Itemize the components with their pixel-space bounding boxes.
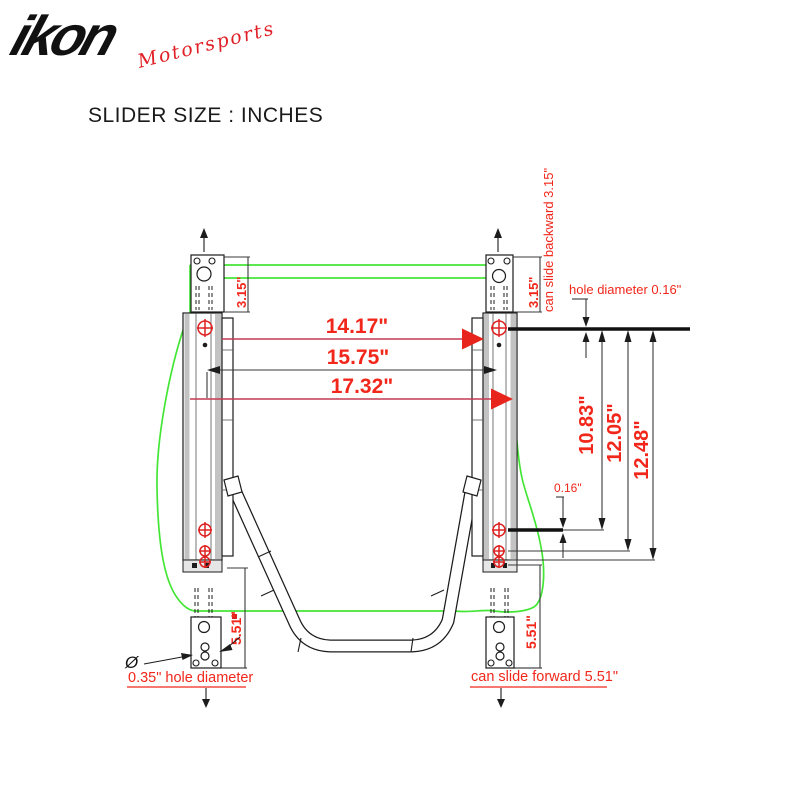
bracket-hole-small xyxy=(200,642,210,652)
dim-width-mid-label: 15.75" xyxy=(327,346,390,369)
hole-diameter-top-callout: hole diameter 0.16" xyxy=(569,282,682,358)
dimension-slide-fwd-right: 5.51" xyxy=(508,564,542,668)
dimension-width-mid: 15.75" xyxy=(206,346,497,398)
arrow-right-icon xyxy=(491,388,513,410)
seat-outline xyxy=(156,264,545,613)
arrow-up-right-icon xyxy=(494,228,502,238)
arrow-down-left-icon xyxy=(202,699,210,708)
bracket-hole-small xyxy=(495,642,505,652)
bracket-hole xyxy=(492,620,506,634)
bracket-hole-small xyxy=(495,651,505,661)
hole-top-note: hole diameter 0.16" xyxy=(569,282,682,297)
dim-height-inner-label: 10.83" xyxy=(576,395,598,455)
left-leg-bracket xyxy=(223,475,243,497)
arrow-right-icon xyxy=(462,328,484,350)
left-rail-hole-low2 xyxy=(199,556,211,568)
frame-tube xyxy=(227,483,479,653)
dimension-width-inner: 14.17" xyxy=(222,315,484,350)
slide-backward-note: can slide backward 3.15" xyxy=(541,168,556,312)
slide-forward-note: can slide forward 5.51" xyxy=(471,669,618,685)
arrow-down-right-icon xyxy=(497,699,505,708)
right-rail-hole-top xyxy=(491,319,507,337)
left-slider-rail xyxy=(182,312,243,619)
dimension-slide-fwd-left: 5.51" xyxy=(227,567,248,668)
top-left-bracket xyxy=(190,228,250,313)
dim-width-inner-label: 14.17" xyxy=(326,315,389,338)
right-rail-hole-low2 xyxy=(493,556,505,568)
right-slider-rail xyxy=(462,312,518,573)
dim-slide-fwd-left-label: 5.51" xyxy=(228,611,244,645)
left-rail-hole-top xyxy=(197,319,213,337)
bottom-hole-diameter-callout: Ø 0.35" hole diameter xyxy=(124,636,253,688)
page-title: SLIDER SIZE : INCHES xyxy=(88,104,324,127)
bottom-left-bracket xyxy=(190,588,247,708)
right-leg-bracket xyxy=(462,475,482,497)
hole-diameter-lower-callout: 0.16" xyxy=(554,481,582,558)
right-rail-hole-mid xyxy=(492,522,506,538)
right-inner-slide xyxy=(471,317,484,557)
bracket-hole xyxy=(197,620,211,634)
arrow-up-left-icon xyxy=(200,228,208,238)
left-rail-hole-mid xyxy=(198,522,212,538)
dim-slide-fwd-right-label: 5.51" xyxy=(523,615,539,649)
bottom-right-bracket xyxy=(485,588,542,708)
left-inner-slide xyxy=(221,317,234,557)
dim-width-outer-label: 17.32" xyxy=(331,375,394,398)
diameter-symbol: Ø xyxy=(124,653,140,672)
dim-height-outer-label: 12.48" xyxy=(631,420,653,480)
dim-slide-back-right-label: 3.15" xyxy=(526,277,541,308)
bracket-hole xyxy=(196,266,212,282)
dim-height-mid-label: 12.05" xyxy=(604,403,626,463)
bracket-hole-small xyxy=(200,651,210,661)
bracket-hole xyxy=(491,268,507,284)
dimension-width-outer: 17.32" xyxy=(190,375,513,410)
hole-bottom-note: 0.35" hole diameter xyxy=(128,670,253,686)
dim-slide-back-left-label: 3.15" xyxy=(234,277,249,308)
top-right-bracket xyxy=(485,228,542,313)
height-dimensions: 10.83" 12.05" 12.48" xyxy=(508,327,690,561)
hole-small-label: 0.16" xyxy=(554,481,582,495)
